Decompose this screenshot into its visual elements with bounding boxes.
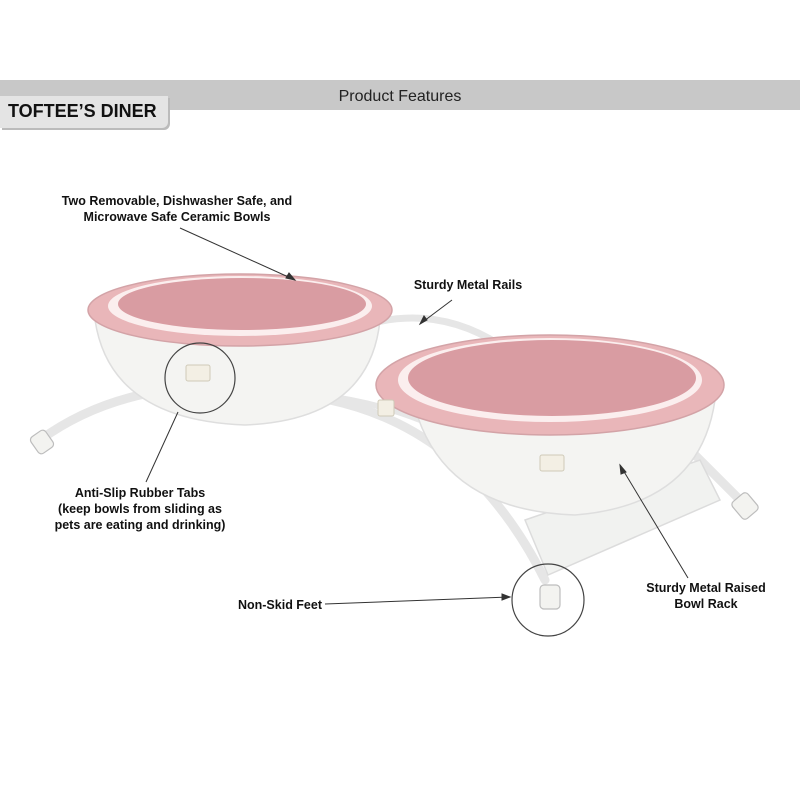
right-bowl: [375, 334, 725, 516]
rubber-tab: [185, 364, 211, 382]
callout-rubber-tabs: Anti-Slip Rubber Tabs (keep bowls from s…: [54, 486, 226, 532]
rubber-tab: [377, 399, 395, 417]
callout-bowls: Two Removable, Dishwasher Safe, and Micr…: [61, 194, 293, 224]
non-skid-foot: [539, 584, 561, 610]
brand-name: TOFTEE’S DINER: [8, 101, 157, 121]
non-skid-foot: [29, 429, 55, 455]
page-title: Product Features: [338, 88, 462, 105]
feet-highlight-circle: [511, 563, 585, 637]
tabs-highlight-circle: [164, 342, 236, 414]
callout-rack: Sturdy Metal Raised Bowl Rack: [646, 581, 766, 611]
callout-rails: Sturdy Metal Rails: [413, 278, 523, 292]
non-skid-foot: [731, 492, 759, 520]
rubber-tab: [539, 454, 565, 472]
callout-feet: Non-Skid Feet: [237, 598, 323, 612]
left-bowl: [87, 273, 393, 426]
brand-tab: [0, 96, 168, 128]
leader-lines: [145, 227, 689, 605]
